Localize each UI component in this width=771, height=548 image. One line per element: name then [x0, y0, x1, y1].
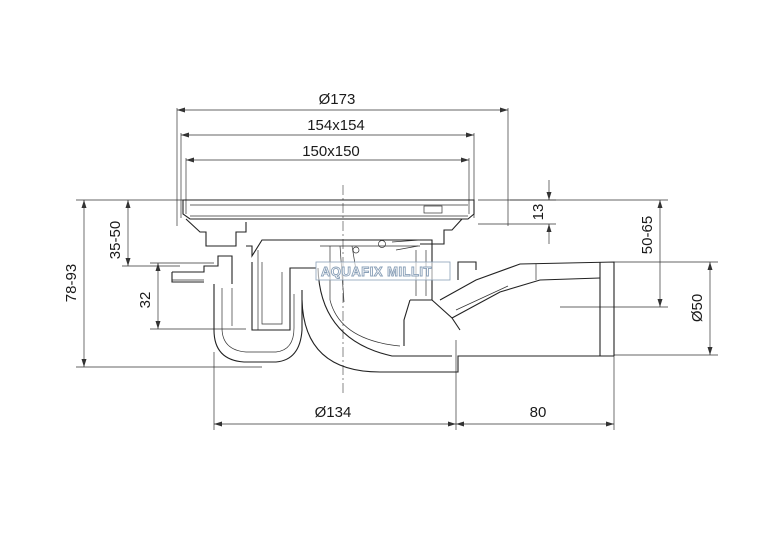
dimension-outlet-length: 80	[456, 355, 615, 430]
label-adjust-height: 35-50	[107, 221, 124, 259]
label-outer-diameter: Ø173	[319, 91, 356, 108]
svg-text:AQUAFIX MILLIT: AQUAFIX MILLIT	[321, 264, 432, 279]
dimension-frame-size: 154x154	[180, 117, 475, 218]
drain-body	[171, 199, 615, 373]
dimension-total-height: 78-93	[63, 199, 262, 368]
dimension-outlet-height: 50-65	[510, 199, 668, 308]
label-outlet-height: 50-65	[639, 216, 656, 254]
label-grate-height: 13	[530, 204, 547, 221]
watermark: AQUAFIX MILLIT	[315, 261, 451, 281]
label-grate-size: 150x150	[302, 143, 360, 160]
dimension-adjust-height: 35-50	[107, 200, 180, 267]
dimension-outer-diameter: Ø173	[176, 91, 509, 226]
label-frame-size: 154x154	[307, 117, 365, 134]
dimension-grate-size: 150x150	[185, 143, 470, 214]
label-body-diameter: Ø134	[315, 404, 352, 421]
dimension-grate-height: 13	[478, 180, 556, 244]
label-outlet-diameter: Ø50	[689, 294, 706, 322]
dimension-seal-height: 32	[137, 262, 246, 330]
label-outlet-length: 80	[530, 404, 547, 421]
dimension-body-diameter: Ø134	[213, 340, 457, 430]
label-seal-height: 32	[137, 292, 154, 309]
label-total-height: 78-93	[63, 264, 80, 302]
dimension-outlet-diameter: Ø50	[614, 261, 718, 356]
